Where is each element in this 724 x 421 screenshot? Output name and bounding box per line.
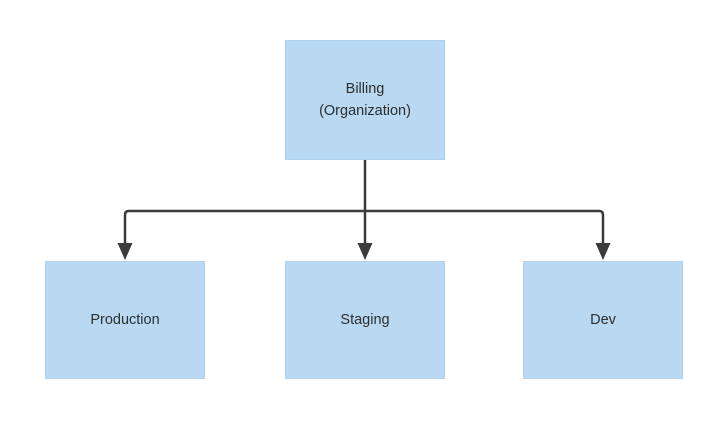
edge-billing-production: [123, 209, 365, 244]
arrowhead-production: [117, 243, 133, 260]
node-dev[interactable]: Dev: [523, 261, 683, 379]
arrowhead-dev: [595, 243, 611, 260]
node-staging[interactable]: Staging: [285, 261, 445, 379]
node-billing-organization[interactable]: Billing (Organization): [285, 40, 445, 160]
node-production[interactable]: Production: [45, 261, 205, 379]
arrowhead-staging: [357, 243, 373, 260]
node-dev-label: Dev: [590, 312, 616, 328]
node-staging-label: Staging: [340, 312, 390, 328]
node-billing-label: Billing (Organization): [319, 81, 411, 119]
node-production-label: Production: [90, 312, 160, 328]
edge-billing-dev: [365, 209, 605, 244]
